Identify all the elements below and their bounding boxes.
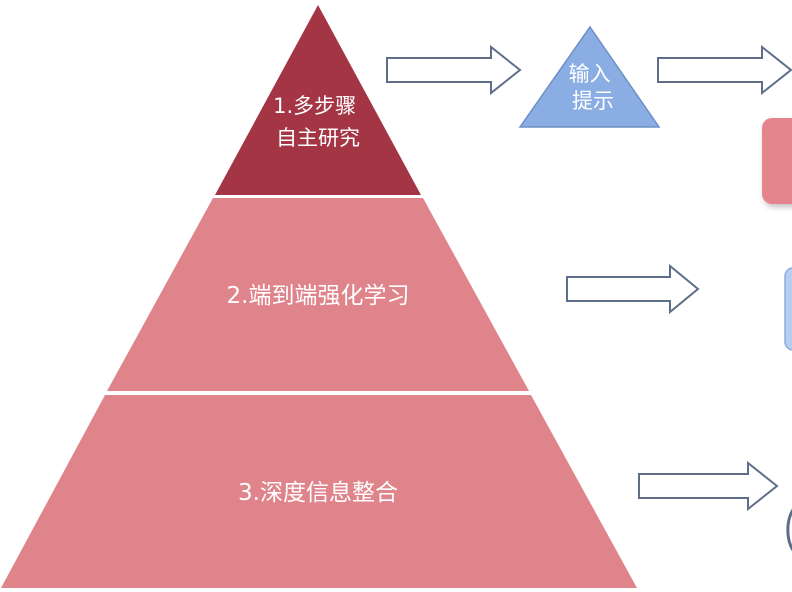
input-prompt-line-1: 输入: [569, 62, 611, 86]
arrow-right-icon: [657, 44, 792, 96]
partial-blue-box: [784, 267, 792, 351]
tier-2-label: 2.端到端强化学习: [227, 283, 410, 309]
tier-3-label: 3.深度信息整合: [238, 480, 398, 506]
pyramid-tier-2: [107, 198, 529, 391]
tier-1-line-1: 1.多步骤: [273, 94, 356, 118]
input-prompt-label: 输入 提示: [569, 62, 618, 113]
input-prompt-triangle: [518, 25, 661, 128]
partial-pink-box: [762, 118, 792, 204]
tier-1-label: 1.多步骤 自主研究: [273, 94, 363, 150]
arrow-right-icon: [566, 263, 700, 315]
input-prompt-line-2: 提示: [572, 89, 614, 113]
partial-circle-shape: [786, 508, 792, 552]
arrow-right-icon: [638, 460, 779, 512]
arrow-right-icon: [386, 44, 522, 96]
pyramid-tier-3: [1, 395, 637, 588]
pyramid-tier-1: [215, 5, 421, 195]
tier-1-line-2: 自主研究: [276, 126, 360, 150]
